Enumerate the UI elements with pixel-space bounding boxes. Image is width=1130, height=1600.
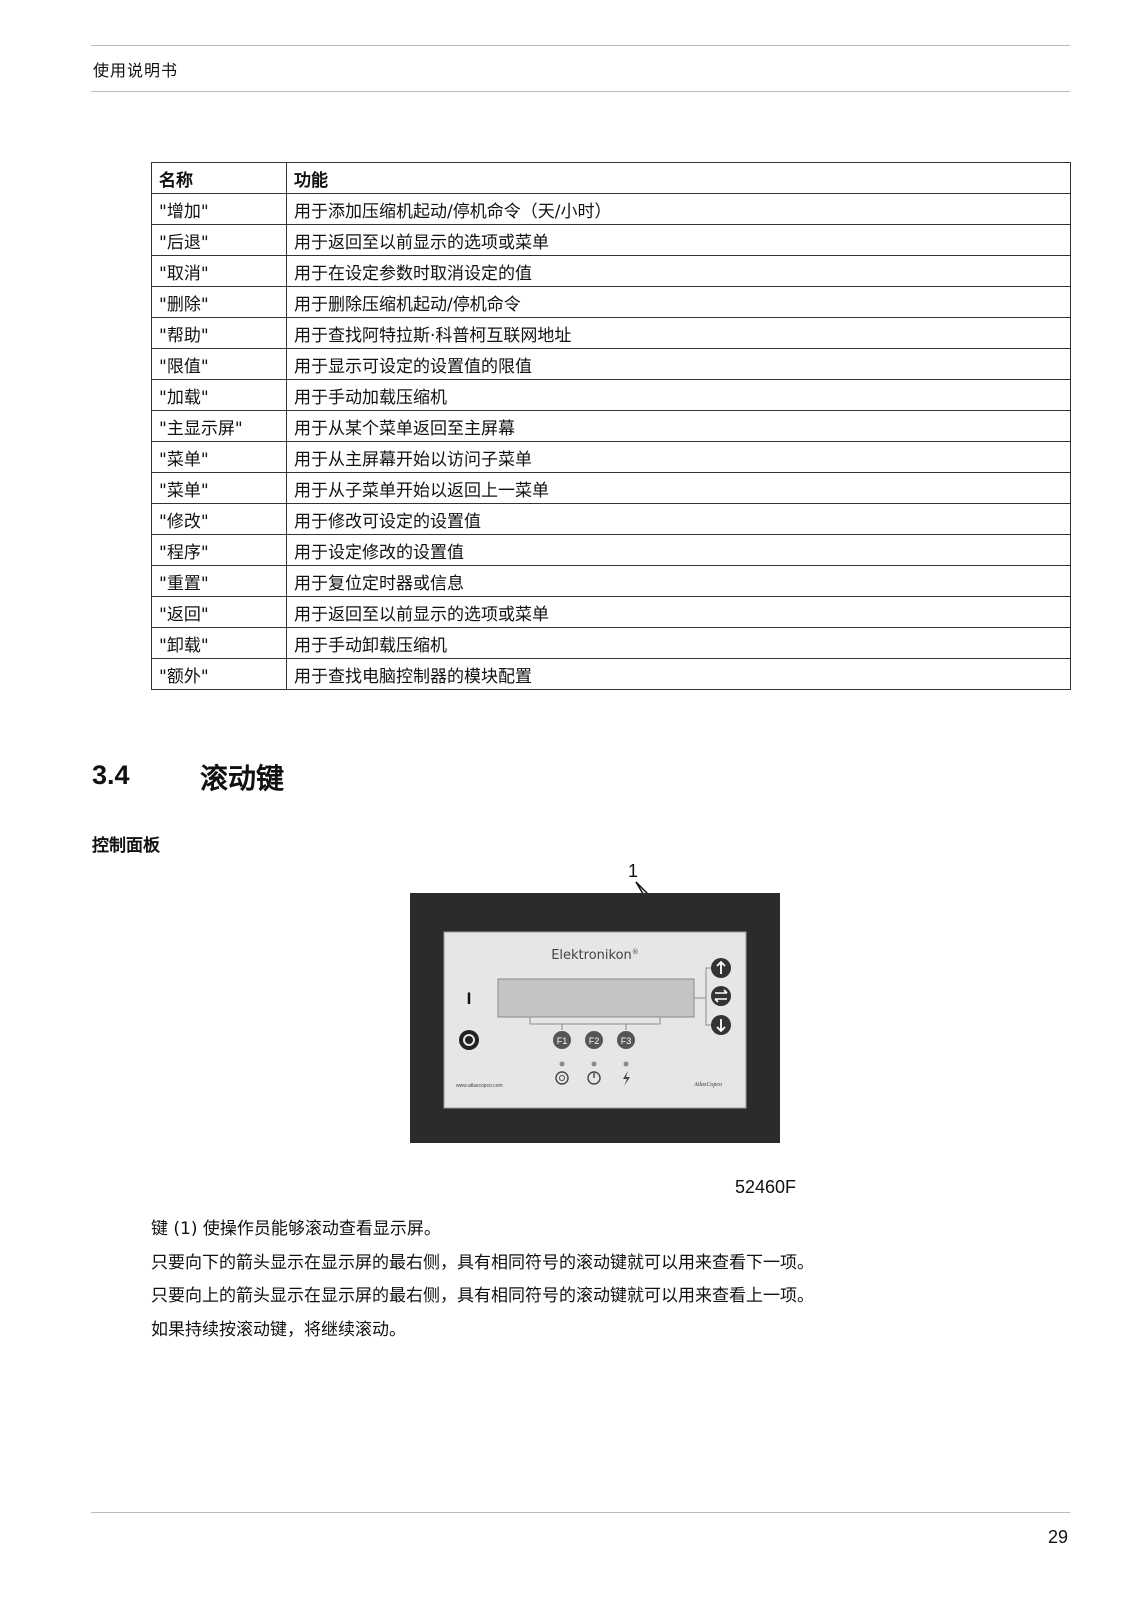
table-row: "菜单"用于从子菜单开始以返回上一菜单	[151, 472, 1071, 504]
panel-faceplate	[443, 931, 747, 1109]
key-name-cell: "帮助"	[151, 317, 287, 349]
brand-mark: ®	[632, 948, 639, 956]
key-name-cell: "额外"	[151, 658, 287, 690]
header-rule-top	[91, 45, 1070, 46]
key-name-cell: "删除"	[151, 286, 287, 318]
svg-text:F2: F2	[589, 1036, 600, 1046]
svg-text:F1: F1	[557, 1036, 568, 1046]
header-rule-bottom	[91, 91, 1070, 92]
function-cell: 用于从某个菜单返回至主屏幕	[286, 410, 1071, 442]
document-title: 使用说明书	[93, 61, 179, 80]
function-cell: 用于设定修改的设置值	[286, 534, 1071, 566]
key-name-cell: "菜单"	[151, 472, 287, 504]
callout-number: 1	[628, 862, 638, 881]
led-alarm	[623, 1061, 629, 1067]
function-cell: 用于返回至以前显示的选项或菜单	[286, 224, 1071, 256]
table-header-row: 名称 功能	[151, 162, 1071, 194]
brand-name: Elektronikon®	[551, 948, 639, 963]
table-row: "程序"用于设定修改的设置值	[151, 534, 1071, 566]
paragraph: 键 (1) 使操作员能够滚动查看显示屏。	[151, 1219, 441, 1239]
key-name-cell: "增加"	[151, 193, 287, 225]
function-cell: 用于删除压缩机起动/停机命令	[286, 286, 1071, 318]
arrow-down-icon	[711, 1015, 731, 1035]
key-name-cell: "菜单"	[151, 441, 287, 473]
led-voltage	[591, 1061, 597, 1067]
function-cell: 用于手动卸载压缩机	[286, 627, 1071, 659]
table-row: "限值"用于显示可设定的设置值的限值	[151, 348, 1071, 380]
table-row: "后退"用于返回至以前显示的选项或菜单	[151, 224, 1071, 256]
lightning-icon	[623, 1071, 630, 1086]
table-row: "修改"用于修改可设定的设置值	[151, 503, 1071, 535]
subheading-control-panel: 控制面板	[92, 836, 160, 856]
table-row: "加载"用于手动加载压缩机	[151, 379, 1071, 411]
key-name-cell: "后退"	[151, 224, 287, 256]
function-table: 名称 功能 "增加"用于添加压缩机起动/停机命令（天/小时） "后退"用于返回至…	[151, 162, 1071, 690]
function-cell: 用于复位定时器或信息	[286, 565, 1071, 597]
key-name-cell: "限值"	[151, 348, 287, 380]
column-header-function: 功能	[286, 162, 1071, 194]
led-auto	[559, 1061, 565, 1067]
key-name-cell: "加载"	[151, 379, 287, 411]
table-row: "主显示屏"用于从某个菜单返回至主屏幕	[151, 410, 1071, 442]
key-name-cell: "程序"	[151, 534, 287, 566]
table-row: "菜单"用于从主屏幕开始以访问子菜单	[151, 441, 1071, 473]
svg-text:F3: F3	[621, 1036, 632, 1046]
atlas-copco-logo: AtlasCopco	[693, 1082, 722, 1088]
section-title: 滚动键	[200, 762, 285, 795]
key-name-cell: "主显示屏"	[151, 410, 287, 442]
table-row: "卸载"用于手动卸载压缩机	[151, 627, 1071, 659]
function-cell: 用于手动加载压缩机	[286, 379, 1071, 411]
paragraph: 如果持续按滚动键，将继续滚动。	[151, 1320, 406, 1340]
table-row: "重置"用于复位定时器或信息	[151, 565, 1071, 597]
paragraph: 只要向下的箭头显示在显示屏的最右侧，具有相同符号的滚动键就可以用来查看下一项。	[151, 1253, 814, 1273]
footer-rule	[91, 1512, 1070, 1513]
fkey-f2-button: F2	[585, 1031, 603, 1049]
start-icon	[555, 1071, 569, 1085]
section-number: 3.4	[92, 760, 130, 790]
key-name-cell: "修改"	[151, 503, 287, 535]
function-cell: 用于查找电脑控制器的模块配置	[286, 658, 1071, 690]
start-button: I	[467, 989, 472, 1008]
function-cell: 用于显示可设定的设置值的限值	[286, 348, 1071, 380]
paragraph: 只要向上的箭头显示在显示屏的最右侧，具有相同符号的滚动键就可以用来查看上一项。	[151, 1286, 814, 1306]
table-row: "增加"用于添加压缩机起动/停机命令（天/小时）	[151, 193, 1071, 225]
column-header-name: 名称	[151, 162, 287, 194]
stop-icon	[459, 1030, 479, 1050]
key-name-cell: "返回"	[151, 596, 287, 628]
table-row: "返回"用于返回至以前显示的选项或菜单	[151, 596, 1071, 628]
table-row: "额外"用于查找电脑控制器的模块配置	[151, 658, 1071, 690]
figure-code: 52460F	[735, 1177, 797, 1197]
power-icon	[587, 1071, 601, 1085]
fkey-bracket	[529, 1017, 661, 1025]
table-row: "帮助"用于查找阿特拉斯·科普柯互联网地址	[151, 317, 1071, 349]
function-cell: 用于返回至以前显示的选项或菜单	[286, 596, 1071, 628]
key-name-cell: "重置"	[151, 565, 287, 597]
website-text: www.atlascopco.com	[456, 1083, 503, 1089]
function-cell: 用于从主屏幕开始以访问子菜单	[286, 441, 1071, 473]
control-panel-figure: 1 Elektronikon® I F1 F2 F3	[410, 862, 780, 1143]
fkey-f3-button: F3	[617, 1031, 635, 1049]
lcd-display	[497, 978, 695, 1018]
function-cell: 用于在设定参数时取消设定的值	[286, 255, 1071, 287]
function-cell: 用于查找阿特拉斯·科普柯互联网地址	[286, 317, 1071, 349]
key-name-cell: "取消"	[151, 255, 287, 287]
function-cell: 用于修改可设定的设置值	[286, 503, 1071, 535]
function-cell: 用于从子菜单开始以返回上一菜单	[286, 472, 1071, 504]
arrow-up-icon	[711, 958, 731, 978]
table-row: "删除"用于删除压缩机起动/停机命令	[151, 286, 1071, 318]
function-cell: 用于添加压缩机起动/停机命令（天/小时）	[286, 193, 1071, 225]
table-row: "取消"用于在设定参数时取消设定的值	[151, 255, 1071, 287]
page-number: 29	[1047, 1527, 1068, 1547]
enter-icon	[711, 986, 731, 1006]
fkey-f1-button: F1	[553, 1031, 571, 1049]
key-name-cell: "卸载"	[151, 627, 287, 659]
